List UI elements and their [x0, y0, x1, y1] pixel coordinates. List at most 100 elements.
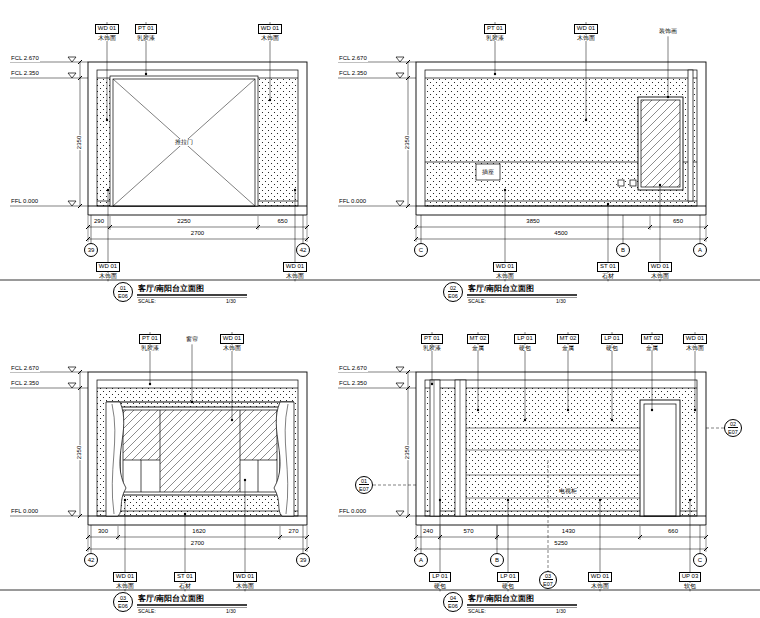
dimension-line [88, 549, 307, 550]
leader-dot [107, 189, 109, 191]
material-code: PT 01 [421, 334, 443, 344]
title-underline [467, 607, 577, 608]
leader-dot [607, 203, 609, 205]
elevation-title-bubble: 01E06 [113, 282, 133, 302]
window-glass [240, 410, 277, 460]
level-symbol [68, 201, 76, 206]
leader-dot [106, 119, 108, 121]
section-marker: 02E07 [724, 419, 743, 438]
level-label: FCL 2.350 [338, 380, 368, 387]
level-label: FFL 0.000 [10, 198, 39, 205]
material-tag: WD 01木饰面 [588, 572, 612, 589]
scale-label: SCALE: [467, 609, 487, 615]
material-code: MT 02 [557, 334, 580, 344]
sheet-number: E06 [448, 291, 458, 299]
window-mullion [141, 460, 142, 492]
extension-line [416, 230, 417, 242]
leader-dot [507, 499, 509, 501]
dimension: 570 [462, 528, 474, 535]
material-code: WD 01 [96, 262, 120, 272]
grid-number: C [698, 557, 702, 564]
fixture-label: 插座 [481, 169, 495, 175]
material-note: 木饰面 [283, 273, 307, 280]
dimension-tick [116, 535, 120, 539]
material-note: 木饰面 [258, 35, 282, 42]
material-note: 软包 [679, 583, 702, 590]
material-code: LP 01 [497, 572, 519, 582]
extension-line [307, 540, 308, 552]
extension-line [706, 540, 707, 552]
grid-bubble: 39 [84, 243, 98, 257]
window-mullion [258, 460, 259, 492]
material-tag: WD 01木饰面 [283, 262, 307, 279]
leader-dot [524, 419, 526, 421]
material-code: MT 02 [467, 334, 490, 344]
level-line [338, 78, 416, 79]
panel-joint [460, 380, 461, 516]
scale-value: 1/30 [225, 299, 237, 305]
mirror-glass [641, 100, 680, 187]
leader-dot [567, 409, 569, 411]
material-note: 乳胶漆 [139, 345, 161, 352]
curtain-fold [112, 404, 115, 514]
material-note: 乳胶漆 [484, 35, 506, 42]
material-note: 木饰面 [233, 583, 257, 590]
leader-dot [294, 189, 296, 191]
grid-line [303, 215, 304, 243]
door-swing-mark [113, 79, 255, 206]
wall-section [416, 62, 706, 215]
scale-label: SCALE: [137, 299, 157, 305]
dimension-line [88, 239, 307, 240]
dimension-line [88, 537, 307, 538]
window-glass [123, 410, 160, 460]
dimension-tick [256, 225, 260, 229]
level-label: FCL 2.670 [338, 365, 368, 372]
grid-bubble: 42 [296, 243, 310, 257]
grid-line [421, 215, 422, 243]
window-sash [123, 410, 277, 492]
dimension-line [88, 227, 307, 228]
material-code: WD 01 [683, 334, 707, 344]
material-note: 装饰画 [658, 28, 678, 34]
panel-joint [466, 498, 640, 499]
material-tag: WD 01木饰面 [648, 262, 672, 279]
dimension-tick [704, 225, 708, 229]
leader-dot [694, 409, 696, 411]
material-tag: PT 01乳胶漆 [135, 24, 157, 41]
dimension: 650 [276, 218, 288, 225]
leader-dot [184, 513, 186, 515]
wall-finish-pattern [97, 388, 298, 516]
level-symbol [68, 511, 76, 516]
leader-dot [494, 73, 496, 75]
grid-number: C [419, 247, 423, 254]
grid-line [700, 525, 701, 553]
dimension-tick [305, 225, 309, 229]
sheet-title: 客厅/南阳台立面图 [467, 595, 535, 604]
material-note: 木饰面 [683, 345, 707, 352]
sheet-number: E07 [728, 427, 738, 435]
level-line [338, 388, 416, 389]
level-symbol [68, 57, 76, 62]
window-transom [240, 460, 277, 461]
material-code: WD 01 [95, 24, 119, 34]
dimension-tick [414, 225, 418, 229]
material-note: 木饰面 [113, 583, 137, 590]
grid-bubble: C [693, 553, 707, 567]
material-code: LP 01 [601, 334, 623, 344]
curtain-fold [285, 404, 288, 514]
dimension-tick [704, 535, 708, 539]
grid-bubble: 42 [84, 553, 98, 567]
room-outline [425, 380, 697, 516]
scale-label: SCALE: [137, 609, 157, 615]
level-label: FCL 2.670 [10, 365, 40, 372]
material-note: 木饰面 [95, 35, 119, 42]
wall-section [416, 372, 706, 525]
dimension: 270 [287, 528, 299, 535]
window-glass [160, 410, 240, 492]
grid-line [623, 215, 624, 243]
dimension: 240 [422, 528, 434, 535]
grid-bubble: A [414, 553, 428, 567]
sheet-number: E07 [543, 579, 553, 587]
material-code: PT 01 [139, 334, 161, 344]
dimension: 660 [667, 528, 679, 535]
